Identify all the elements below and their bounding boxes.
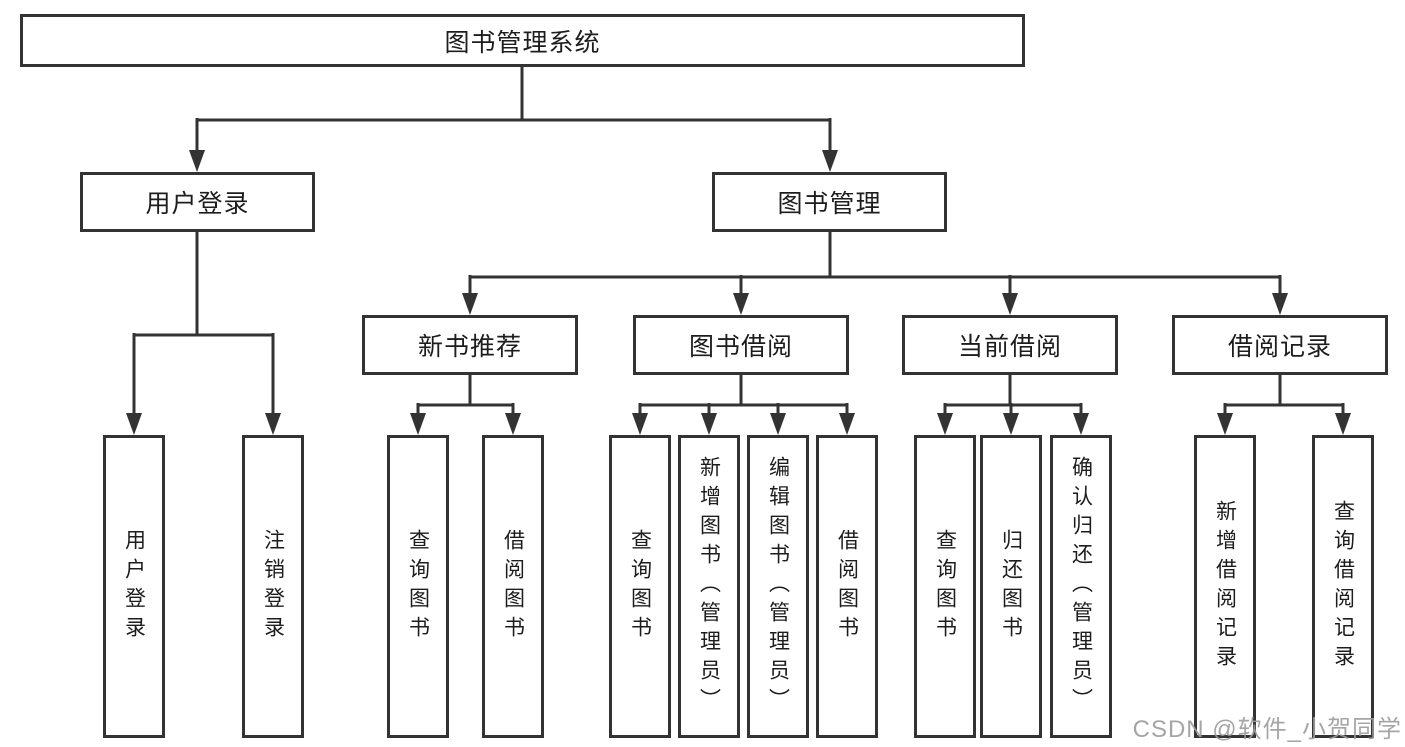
node-borrow-records: 借阅记录	[1172, 315, 1388, 375]
node-new-book-recommend-label: 新书推荐	[417, 333, 522, 361]
leaf-query-books-recommend: 查询图书	[387, 435, 449, 738]
leaf-borrow-books-recommend: 借阅图书	[482, 435, 544, 738]
leaf-user-login-label: 用户登录	[122, 528, 146, 645]
leaf-edit-books-admin: 编辑图书（管理员）	[747, 435, 809, 738]
node-user-login-label: 用户登录	[145, 190, 250, 218]
leaf-query-borrow-record-label: 查询借阅记录	[1331, 499, 1355, 674]
leaf-return-books: 归还图书	[980, 435, 1042, 738]
node-current-borrow-label: 当前借阅	[957, 333, 1062, 361]
node-new-book-recommend: 新书推荐	[362, 315, 578, 375]
leaf-query-books-current: 查询图书	[914, 435, 976, 738]
node-book-management-label: 图书管理	[777, 190, 882, 218]
leaf-add-borrow-record: 新增借阅记录	[1194, 435, 1256, 738]
leaf-logout: 注销登录	[242, 435, 304, 738]
node-book-management: 图书管理	[712, 172, 947, 232]
node-current-borrow: 当前借阅	[902, 315, 1118, 375]
leaf-query-books-borrow-label: 查询图书	[628, 528, 652, 645]
leaf-query-books-recommend-label: 查询图书	[406, 528, 430, 645]
leaf-add-borrow-record-label: 新增借阅记录	[1213, 499, 1237, 674]
node-book-borrow-label: 图书借阅	[688, 333, 793, 361]
leaf-add-books-admin-label: 新增图书（管理员）	[697, 456, 721, 717]
leaf-return-books-label: 归还图书	[999, 528, 1023, 645]
node-book-borrow: 图书借阅	[633, 315, 849, 375]
leaf-user-login: 用户登录	[103, 435, 165, 738]
leaf-borrow-books-label: 借阅图书	[835, 528, 859, 645]
leaf-query-books-current-label: 查询图书	[933, 528, 957, 645]
node-user-login: 用户登录	[80, 172, 315, 232]
leaf-edit-books-admin-label: 编辑图书（管理员）	[766, 456, 790, 717]
leaf-borrow-books-recommend-label: 借阅图书	[501, 528, 525, 645]
leaf-logout-label: 注销登录	[261, 528, 285, 645]
csdn-watermark: CSDN @软件_小贺同学	[1132, 716, 1402, 743]
node-root-label: 图书管理系统	[444, 28, 601, 57]
leaf-query-books-borrow: 查询图书	[609, 435, 671, 738]
node-borrow-records-label: 借阅记录	[1227, 333, 1332, 361]
leaf-query-borrow-record: 查询借阅记录	[1312, 435, 1374, 738]
arrowhead-icons	[126, 150, 1351, 435]
leaf-borrow-books: 借阅图书	[816, 435, 878, 738]
node-root: 图书管理系统	[20, 14, 1025, 67]
leaf-confirm-return-admin-label: 确认归还（管理员）	[1069, 456, 1093, 717]
leaf-confirm-return-admin: 确认归还（管理员）	[1050, 435, 1112, 738]
leaf-add-books-admin: 新增图书（管理员）	[678, 435, 740, 738]
